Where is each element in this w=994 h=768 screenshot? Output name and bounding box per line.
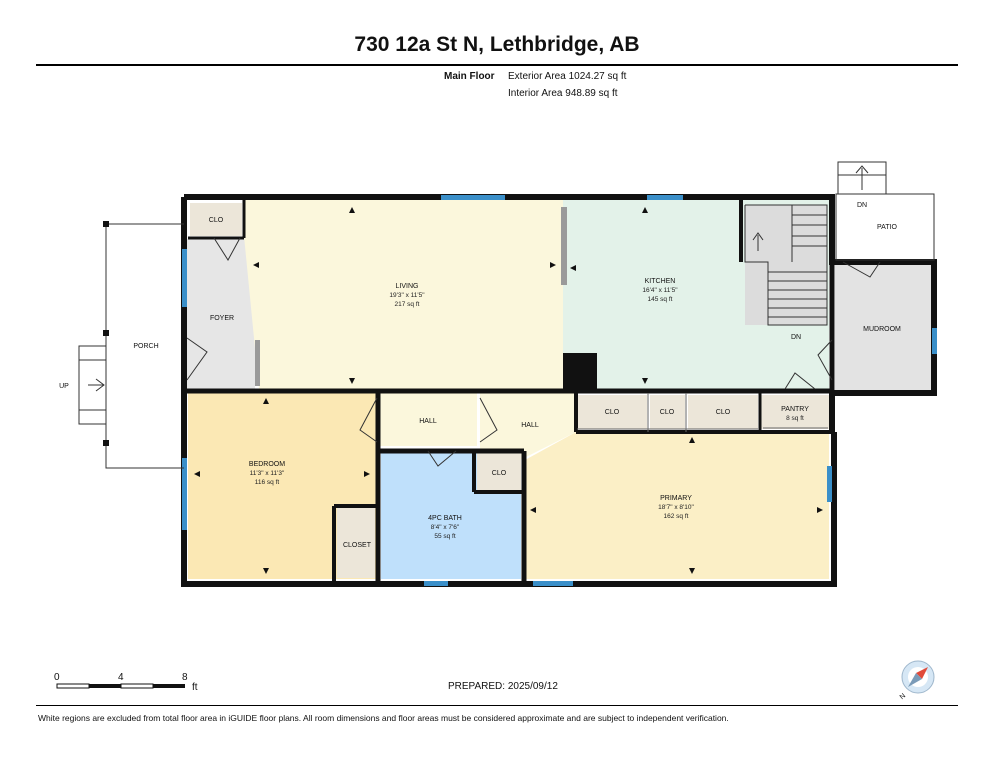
kitchen-dn-label: DN <box>791 334 801 341</box>
kitchen-area: 145 sq ft <box>648 296 673 303</box>
bedroom-name: BEDROOM <box>249 461 285 468</box>
porch-name: PORCH <box>133 343 158 350</box>
bath-area: 55 sq ft <box>434 533 456 540</box>
bedroom-area: 116 sq ft <box>255 479 280 486</box>
living-dims: 19'3" x 11'5" <box>389 292 425 299</box>
patio-name: PATIO <box>877 224 898 231</box>
interior-area: Interior Area 948.89 sq ft <box>508 88 618 99</box>
porch <box>78 223 184 469</box>
pantry-name: PANTRY <box>781 406 809 413</box>
living-area: 217 sq ft <box>395 301 420 308</box>
bath-name: 4PC BATH <box>428 515 462 522</box>
hall-right-label: HALL <box>521 422 539 429</box>
bath-dims: 8'4" x 7'6" <box>431 524 460 531</box>
porch-post <box>103 221 109 227</box>
pantry-area: 8 sq ft <box>786 415 804 422</box>
porch-up-label: UP <box>59 383 69 390</box>
clo2-fill <box>650 395 685 429</box>
chimney-block <box>563 353 597 389</box>
primary-fill <box>525 432 829 579</box>
compass-icon <box>901 660 935 694</box>
header-rule <box>36 64 958 66</box>
stairs-fill <box>745 205 827 325</box>
mudroom-fill <box>835 263 931 390</box>
clo-foyer-fill <box>190 203 242 236</box>
hall-right-fill <box>480 393 576 460</box>
scale-tick-4: 4 <box>118 672 124 683</box>
clo3-label: CLO <box>716 409 731 416</box>
hall-left-label: HALL <box>419 418 437 425</box>
clo1-label: CLO <box>605 409 620 416</box>
exterior-area: Exterior Area 1024.27 sq ft <box>508 71 627 82</box>
disclaimer: White regions are excluded from total fl… <box>38 713 729 723</box>
page-title: 730 12a St N, Lethbridge, AB <box>354 33 640 56</box>
patio-dn-label: DN <box>857 202 867 209</box>
clo3-fill <box>688 395 758 429</box>
primary-name: PRIMARY <box>660 495 692 502</box>
clo-bath-fill <box>477 453 521 490</box>
porch-post <box>103 330 109 336</box>
clo2-label: CLO <box>660 409 675 416</box>
scale-tick-0: 0 <box>54 672 60 683</box>
living-name: LIVING <box>396 283 419 290</box>
windows <box>182 195 937 586</box>
hall-left-fill <box>380 393 477 446</box>
closet-label: CLOSET <box>343 542 372 549</box>
walls <box>181 194 937 587</box>
kitchen-divider <box>561 207 567 285</box>
kitchen-dims: 16'4" x 11'5" <box>642 287 678 294</box>
mudroom-name: MUDROOM <box>863 326 901 333</box>
dimension-markers <box>194 207 823 574</box>
primary-area: 162 sq ft <box>664 513 689 520</box>
clo-bath-label: CLO <box>492 470 507 477</box>
compass-north-label: N <box>899 693 907 702</box>
closet-fill <box>337 508 375 578</box>
pantry-fill <box>761 395 829 429</box>
scale-unit: ft <box>192 682 198 693</box>
bedroom-dims: 11'3" x 11'3" <box>250 470 285 477</box>
living-fill <box>244 200 563 389</box>
foyer-name: FOYER <box>210 315 234 322</box>
clo1-fill <box>577 395 647 429</box>
clo-foyer-label: CLO <box>209 217 224 224</box>
scale-bar <box>56 683 185 689</box>
prepared-date: PREPARED: 2025/09/12 <box>448 681 558 692</box>
foyer-divider <box>255 340 260 386</box>
floor-label: Main Floor <box>444 71 495 82</box>
kitchen-name: KITCHEN <box>645 278 676 285</box>
scale-tick-8: 8 <box>182 672 188 683</box>
porch-post <box>103 440 109 446</box>
patio <box>835 161 935 261</box>
door-swings <box>186 237 881 467</box>
stairs <box>744 204 828 326</box>
footer-rule <box>36 705 958 706</box>
thin-walls <box>577 393 828 432</box>
primary-dims: 18'7" x 8'10" <box>658 504 694 511</box>
